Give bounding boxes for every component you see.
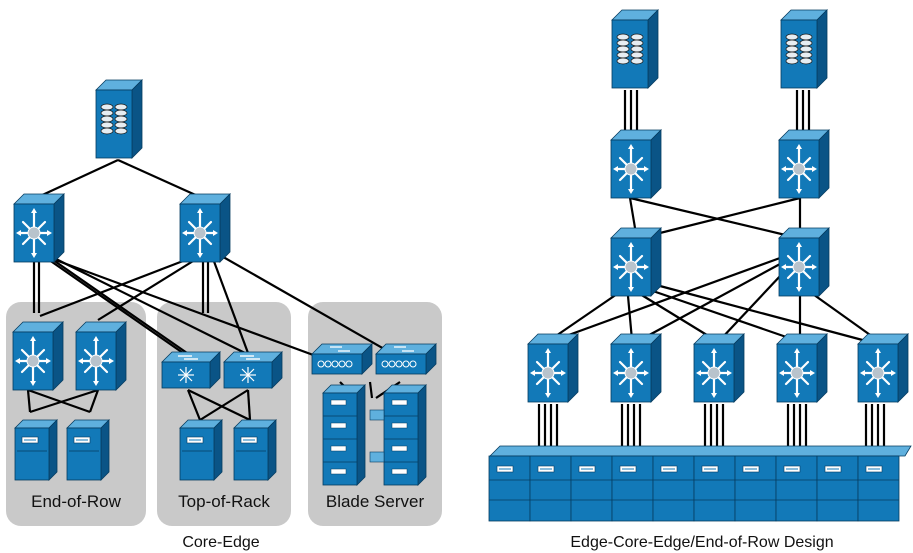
core-switch-right-icon	[178, 192, 232, 264]
right-diagram-caption: Edge-Core-Edge/End-of-Row Design	[570, 534, 833, 551]
group-label-blade-server: Blade Server	[326, 492, 425, 511]
chassis-interconnect	[369, 409, 385, 421]
left-diagram-caption: Core-Edge	[182, 534, 259, 551]
eor-server-1-icon	[14, 419, 58, 481]
blade-chassis-2-icon	[383, 384, 427, 486]
core-edge-diagram: End-of-Row Top-of-Rack Blade Server Core…	[6, 79, 442, 551]
blade-switch-2-icon	[375, 343, 437, 375]
storage-array-2-icon	[780, 9, 828, 89]
access-switch-2-icon	[609, 332, 663, 404]
blade-switch-1-icon	[311, 343, 373, 375]
edge-top-switch-1-icon	[609, 128, 663, 200]
chassis-interconnect	[369, 451, 385, 463]
group-label-end-of-row: End-of-Row	[31, 492, 121, 511]
access-switch-3-icon	[692, 332, 746, 404]
core-switch-left-icon	[12, 192, 66, 264]
access-switch-4-icon	[775, 332, 829, 404]
tor-switch-1-icon	[161, 351, 221, 389]
access-switch-5-icon	[856, 332, 910, 404]
access-switch-1-icon	[526, 332, 580, 404]
core-switch-2-icon	[777, 226, 831, 298]
right-links	[537, 90, 886, 446]
edge-top-switch-2-icon	[777, 128, 831, 200]
eor-switch-1-icon	[11, 320, 65, 392]
storage-array-icon	[95, 79, 143, 159]
group-label-top-of-rack: Top-of-Rack	[178, 492, 270, 511]
storage-array-1-icon	[611, 9, 659, 89]
core-switch-1-icon	[609, 226, 663, 298]
tor-switch-2-icon	[223, 351, 283, 389]
eor-server-2-icon	[66, 419, 110, 481]
tor-server-1-icon	[179, 419, 223, 481]
tor-server-2-icon	[233, 419, 277, 481]
blade-chassis-1-icon	[322, 384, 366, 486]
eor-switch-2-icon	[74, 320, 128, 392]
edge-core-edge-diagram: Edge-Core-Edge/End-of-Row Design	[488, 9, 912, 551]
server-rack-icon	[488, 445, 912, 522]
left-links	[26, 158, 401, 421]
